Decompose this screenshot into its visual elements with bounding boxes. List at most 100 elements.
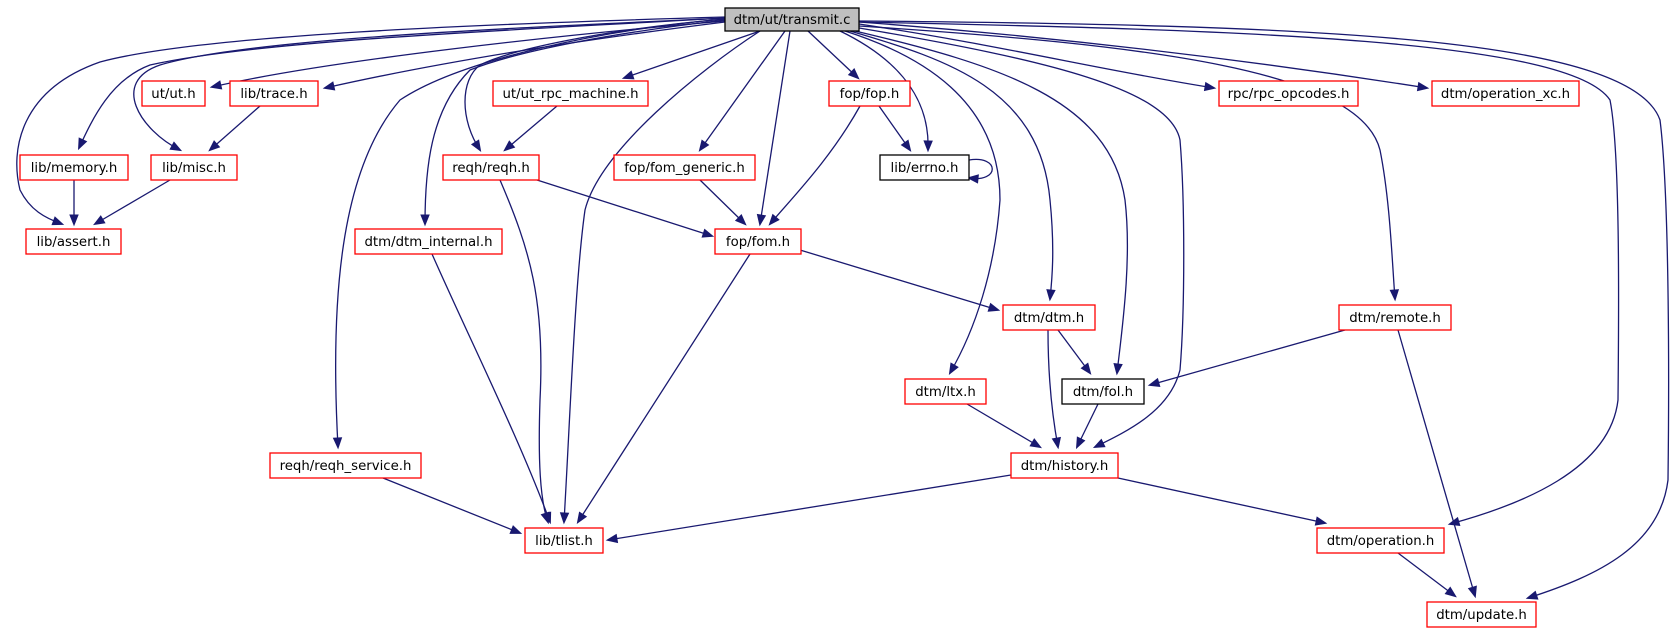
edge-line <box>1047 329 1059 448</box>
node-box[interactable] <box>1002 304 1096 331</box>
arrowhead-icon <box>966 174 979 184</box>
edge-line <box>699 179 746 225</box>
node-box[interactable] <box>354 228 503 255</box>
node-rpc-opcodes-h[interactable]: rpc/rpc_opcodes.h <box>1218 80 1359 107</box>
node-label: dtm/operation.h <box>1327 534 1435 549</box>
edge-line <box>334 18 726 448</box>
node-box[interactable] <box>1426 601 1537 628</box>
node-box[interactable] <box>1338 304 1452 331</box>
arrowhead-icon <box>1416 81 1430 92</box>
arrowhead-icon <box>987 302 1001 312</box>
edge-line <box>424 19 726 225</box>
node-box[interactable] <box>524 527 604 554</box>
node-box[interactable] <box>613 154 756 181</box>
arrowhead-icon <box>756 213 767 227</box>
node-label: dtm/dtm_internal.h <box>364 235 492 250</box>
edge-line <box>968 158 993 180</box>
node-update-h[interactable]: dtm/update.h <box>1426 601 1537 628</box>
node-root[interactable]: dtm/ut/transmit.c <box>724 7 860 32</box>
edge-line <box>858 25 1396 300</box>
node-ltx-h[interactable]: dtm/ltx.h <box>904 378 987 405</box>
arrowhead-icon <box>208 140 221 152</box>
edge-line <box>1149 329 1346 386</box>
arrowhead-icon <box>1389 289 1400 302</box>
arrowhead-icon <box>1075 436 1086 450</box>
node-fom-generic-h[interactable]: fop/fom_generic.h <box>613 154 756 181</box>
edge-root-to-update_h <box>858 20 1670 600</box>
node-history-h[interactable]: dtm/history.h <box>1010 452 1119 479</box>
edge-line <box>858 23 1215 89</box>
edge-root-to-operation_xc_h <box>858 21 1430 92</box>
node-trace-h[interactable]: lib/trace.h <box>229 80 319 107</box>
edge-line <box>563 30 761 523</box>
edge-reqh_h-to-tlist_h <box>499 179 550 525</box>
node-label: fop/fop.h <box>840 87 900 102</box>
arrowhead-icon <box>1444 586 1457 598</box>
node-box[interactable] <box>904 378 987 405</box>
arrowhead-icon <box>1525 590 1539 600</box>
edge-reqh_service_h-to-tlist_h <box>382 477 523 534</box>
node-box[interactable] <box>442 154 540 181</box>
edge-root-to-ut_rpc_machine_h <box>621 30 761 80</box>
node-errno-h[interactable]: lib/errno.h <box>879 154 970 181</box>
arrowhead-icon <box>470 139 482 152</box>
node-operation-xc-h[interactable]: dtm/operation_xc.h <box>1431 80 1580 107</box>
edge-line <box>504 105 558 151</box>
edge-ut_rpc_machine_h-to-reqh_h <box>503 105 558 152</box>
edge-trace_h-to-misc_h <box>208 105 261 152</box>
node-box[interactable] <box>269 452 422 479</box>
node-fom-h[interactable]: fop/fom.h <box>714 228 802 255</box>
arrowhead-icon <box>698 139 710 152</box>
node-box[interactable] <box>1061 378 1145 405</box>
edge-line <box>858 20 1670 599</box>
edge-ltx_h-to-history_h <box>966 403 1043 449</box>
arrowhead-icon <box>1046 289 1056 302</box>
edge-errno_h-to-errno_h <box>966 158 993 184</box>
node-box[interactable] <box>714 228 802 255</box>
edge-line <box>759 30 791 225</box>
edge-memory_h-to-assert_h <box>69 180 79 227</box>
edge-fop_h-to-fom_h <box>768 105 861 226</box>
node-label: rpc/rpc_opcodes.h <box>1228 87 1350 102</box>
node-label: fop/fom_generic.h <box>624 161 745 176</box>
node-operation-h[interactable]: dtm/operation.h <box>1316 527 1445 554</box>
edge-root-to-trace_h <box>322 21 726 91</box>
edge-line <box>94 179 171 225</box>
node-box[interactable] <box>229 80 319 107</box>
node-box[interactable] <box>1431 80 1580 107</box>
node-tlist-h[interactable]: lib/tlist.h <box>524 527 604 554</box>
edge-line <box>623 30 761 79</box>
node-box[interactable] <box>879 154 970 181</box>
edge-root-to-remote_h <box>858 25 1400 302</box>
arrowhead-icon <box>69 214 79 227</box>
edge-root-to-misc_h <box>133 17 726 152</box>
node-reqh-service-h[interactable]: reqh/reqh_service.h <box>269 452 422 479</box>
arrowhead-icon <box>559 512 570 525</box>
node-misc-h[interactable]: lib/misc.h <box>150 154 238 181</box>
node-box[interactable] <box>1218 80 1359 107</box>
node-box[interactable] <box>141 80 206 107</box>
node-assert-h[interactable]: lib/assert.h <box>25 228 122 255</box>
node-box[interactable] <box>1010 452 1119 479</box>
node-box[interactable] <box>1316 527 1445 554</box>
node-box[interactable] <box>25 228 122 255</box>
node-dtm-h[interactable]: dtm/dtm.h <box>1002 304 1096 331</box>
arrowhead-icon <box>51 216 65 226</box>
arrowhead-icon <box>503 140 516 152</box>
node-fol-h[interactable]: dtm/fol.h <box>1061 378 1145 405</box>
node-box[interactable] <box>724 7 860 32</box>
node-box[interactable] <box>150 154 238 181</box>
node-dtm-internal-h[interactable]: dtm/dtm_internal.h <box>354 228 503 255</box>
node-ut-rpc-machine-h[interactable]: ut/ut_rpc_machine.h <box>492 80 649 107</box>
node-box[interactable] <box>492 80 649 107</box>
node-label: dtm/remote.h <box>1349 311 1441 326</box>
node-reqh-h[interactable]: reqh/reqh.h <box>442 154 540 181</box>
node-remote-h[interactable]: dtm/remote.h <box>1338 304 1452 331</box>
node-label: dtm/history.h <box>1021 459 1109 474</box>
node-box[interactable] <box>19 154 129 181</box>
node-memory-h[interactable]: lib/memory.h <box>19 154 129 181</box>
node-fop-h[interactable]: fop/fop.h <box>828 80 911 107</box>
node-ut-h[interactable]: ut/ut.h <box>141 80 206 107</box>
node-box[interactable] <box>828 80 911 107</box>
arrowhead-icon <box>734 213 747 226</box>
